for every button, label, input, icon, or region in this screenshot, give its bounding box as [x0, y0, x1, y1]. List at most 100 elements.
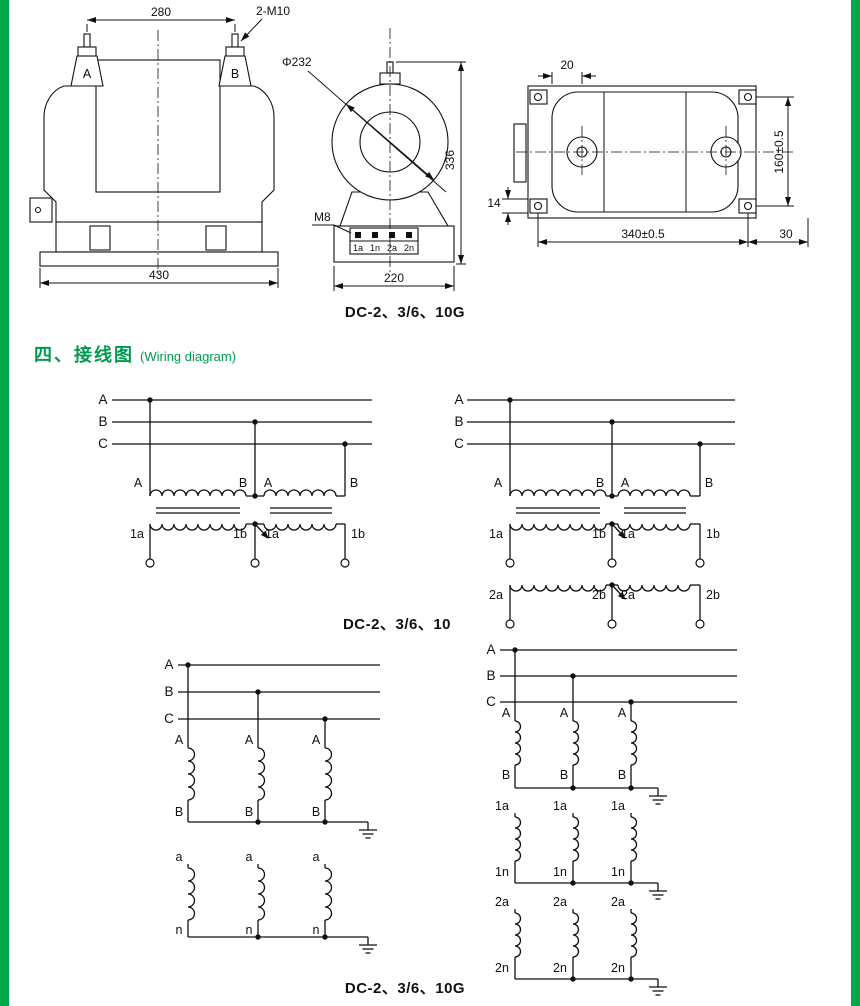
- dim-430: [39, 268, 279, 288]
- phase-c-label: C: [98, 436, 108, 451]
- secondary-windings: [149, 523, 346, 559]
- earth-arrow-icon: [255, 524, 269, 539]
- pedestal: [55, 221, 263, 253]
- output-terminal: [340, 558, 350, 568]
- wiring-vv-dual: A B C A B A B 1a 1b 1a 1b 2a 2b 2a 2b: [454, 392, 735, 629]
- primary-windings: [514, 720, 658, 789]
- output-terminal: [250, 558, 260, 568]
- phase-c-label: C: [486, 694, 496, 709]
- wiring-yy-single: A B C A A A B B B a a a n n n: [164, 657, 380, 954]
- dim-336-label: 336: [443, 150, 457, 170]
- phase-b-label: B: [486, 668, 495, 683]
- secondary2-label: 2a: [489, 588, 503, 602]
- secondary-bottom-label: n: [176, 923, 183, 937]
- secondary1-label: 1a: [489, 527, 503, 541]
- terminal-2n-label: 2n: [404, 243, 414, 253]
- bolt-callout-label: 2-M10: [256, 4, 290, 18]
- secondary-top-label: a: [313, 850, 320, 864]
- primary-label: A: [494, 476, 503, 490]
- primary-top-label: A: [245, 733, 254, 747]
- secondary1-label: 1b: [706, 527, 720, 541]
- sec2-bottom-label: 2n: [553, 961, 567, 975]
- dim-20-label: 20: [560, 58, 574, 72]
- top-view: 20 160±0.5 14 340±0.5: [487, 58, 809, 247]
- primary-top-label: A: [502, 706, 511, 720]
- lug-hole: [34, 206, 42, 214]
- dim-14-label: 14: [487, 196, 501, 210]
- drawing-caption: DC-2、3/6、10G: [344, 304, 466, 321]
- phase-lines: [112, 399, 372, 496]
- terminal-1a-icon: [355, 232, 361, 238]
- sec2-top-label: 2a: [611, 895, 625, 909]
- section-header: 四、接线图(Wiring diagram): [34, 341, 236, 367]
- phase-lines: [178, 664, 380, 748]
- dim-280: [86, 17, 236, 32]
- terminal-a-label: A: [83, 67, 92, 81]
- dim-30: [748, 218, 809, 247]
- sec1-bottom-label: 1n: [495, 865, 509, 879]
- primary-top-label: A: [618, 706, 627, 720]
- sec1-top-label: 1a: [495, 799, 509, 813]
- secondary1-label: 1a: [621, 527, 635, 541]
- dim-30-label: 30: [779, 227, 793, 241]
- m8-label: M8: [314, 210, 331, 224]
- secondary-label: 1a: [265, 527, 279, 541]
- sec1-top-label: 1a: [553, 799, 567, 813]
- secondary1-windings: [514, 813, 658, 884]
- core-bars: [156, 507, 332, 514]
- secondary-label: 1b: [351, 527, 365, 541]
- dim-430-label: 430: [149, 268, 169, 282]
- primary-windings: [509, 489, 700, 497]
- secondary-label: 1a: [130, 527, 144, 541]
- side-view: 1a 1n 2a 2n M8 Φ232 336: [282, 28, 466, 291]
- primary-top-label: A: [175, 733, 184, 747]
- bolt-right-icon: [231, 33, 239, 48]
- primary-bottom-label: B: [560, 768, 568, 782]
- secondary-label: 1b: [233, 527, 247, 541]
- bolt-right-nut: [225, 46, 245, 57]
- primary-top-label: A: [560, 706, 569, 720]
- phase-c-label: C: [164, 711, 174, 726]
- terminal-1n-icon: [372, 232, 378, 238]
- terminal-b-label: B: [231, 67, 239, 81]
- phase-c-label: C: [454, 436, 464, 451]
- primary-label: B: [596, 476, 604, 490]
- primary-top-label: A: [312, 733, 321, 747]
- secondary2-windings: [509, 584, 701, 620]
- front-view: 280 2-M10 A B 430: [29, 4, 290, 288]
- foot-left: [89, 225, 111, 251]
- caption-yy: DC-2、3/6、10G: [345, 980, 465, 997]
- phase-a-label: A: [164, 657, 173, 672]
- secondary-bottom-label: n: [246, 923, 253, 937]
- bolt-callout-leader: [240, 18, 263, 42]
- phase-lines: [500, 649, 737, 721]
- sec2-top-label: 2a: [495, 895, 509, 909]
- dim-280-label: 280: [151, 5, 171, 19]
- left-edge-strip: [0, 0, 9, 1006]
- terminal-1n-label: 1n: [370, 243, 380, 253]
- primary-windings: [149, 489, 345, 497]
- primary-bottom-label: B: [618, 768, 626, 782]
- primary-label: B: [350, 476, 358, 490]
- terminal-2a-icon: [389, 232, 395, 238]
- secondary-windings: [187, 864, 368, 938]
- secondary-bottom-label: n: [313, 923, 320, 937]
- section-subtitle: (Wiring diagram): [140, 349, 237, 364]
- secondary2-label: 2b: [706, 588, 720, 602]
- side-plate: [513, 123, 527, 183]
- terminal-1a-label: 1a: [353, 243, 363, 253]
- dim-160: [756, 96, 794, 207]
- dim-220-label: 220: [384, 271, 404, 285]
- dim-20: [538, 72, 596, 84]
- foot-right: [205, 225, 227, 251]
- dim-160-label: 160±0.5: [772, 130, 786, 174]
- phase-b-label: B: [454, 414, 463, 429]
- primary-bottom-label: B: [502, 768, 510, 782]
- secondary2-windings: [514, 909, 658, 980]
- base-plate: [39, 251, 279, 267]
- primary-label: A: [134, 476, 143, 490]
- secondary1-windings: [509, 523, 701, 559]
- secondary-top-label: a: [176, 850, 183, 864]
- diameter-leader: [307, 70, 447, 193]
